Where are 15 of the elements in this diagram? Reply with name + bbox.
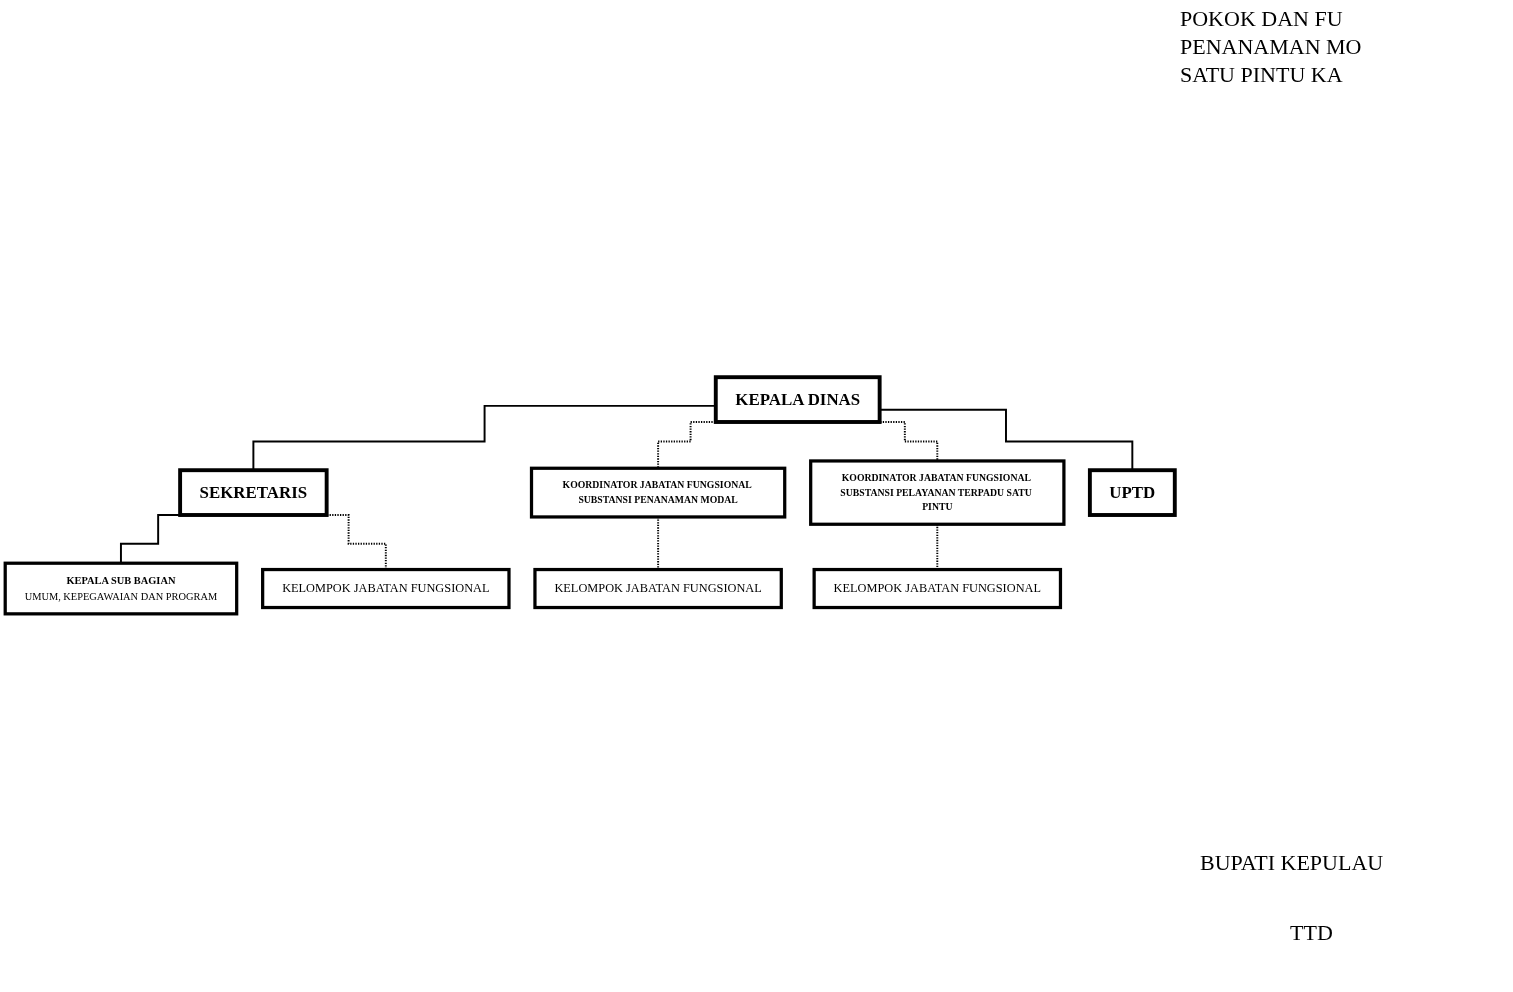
org-chart: KEPALA DINAS SEKRETARIS KEPALA SUB BAGIAN UMUM, KEPEGAWAIAN DAN PROGRAM KELOMPOK JABATAN FUNGSIONAL KOORDINATOR JABATAN FUNGSIONAL SUBSTANSI PENANAMAN MODAL KOORDINATOR JABATAN FUNGSIONAL SUBSTANSI PELAYANAN TERPADU SATU PINTU KELOMPOK JABATAN FUNGSIONAL KELOMPOK JABATAN FUNGSIONAL UPTD [0, 372, 1180, 620]
node-box [713, 375, 882, 425]
node-box [809, 459, 1066, 527]
node-box [3, 562, 239, 616]
heading-text: POKOK DAN FU [1180, 6, 1343, 32]
node-box [178, 468, 329, 518]
node-box [261, 568, 511, 610]
node-box [812, 568, 1063, 610]
node-box [529, 467, 787, 520]
signature-text: TTD [1290, 920, 1333, 946]
heading-text: PENANAMAN MO [1180, 34, 1362, 60]
heading-text: SATU PINTU KA [1180, 62, 1343, 88]
node-box [1087, 468, 1177, 518]
signature-text: BUPATI KEPULAU [1200, 850, 1384, 876]
node-box [533, 568, 783, 610]
